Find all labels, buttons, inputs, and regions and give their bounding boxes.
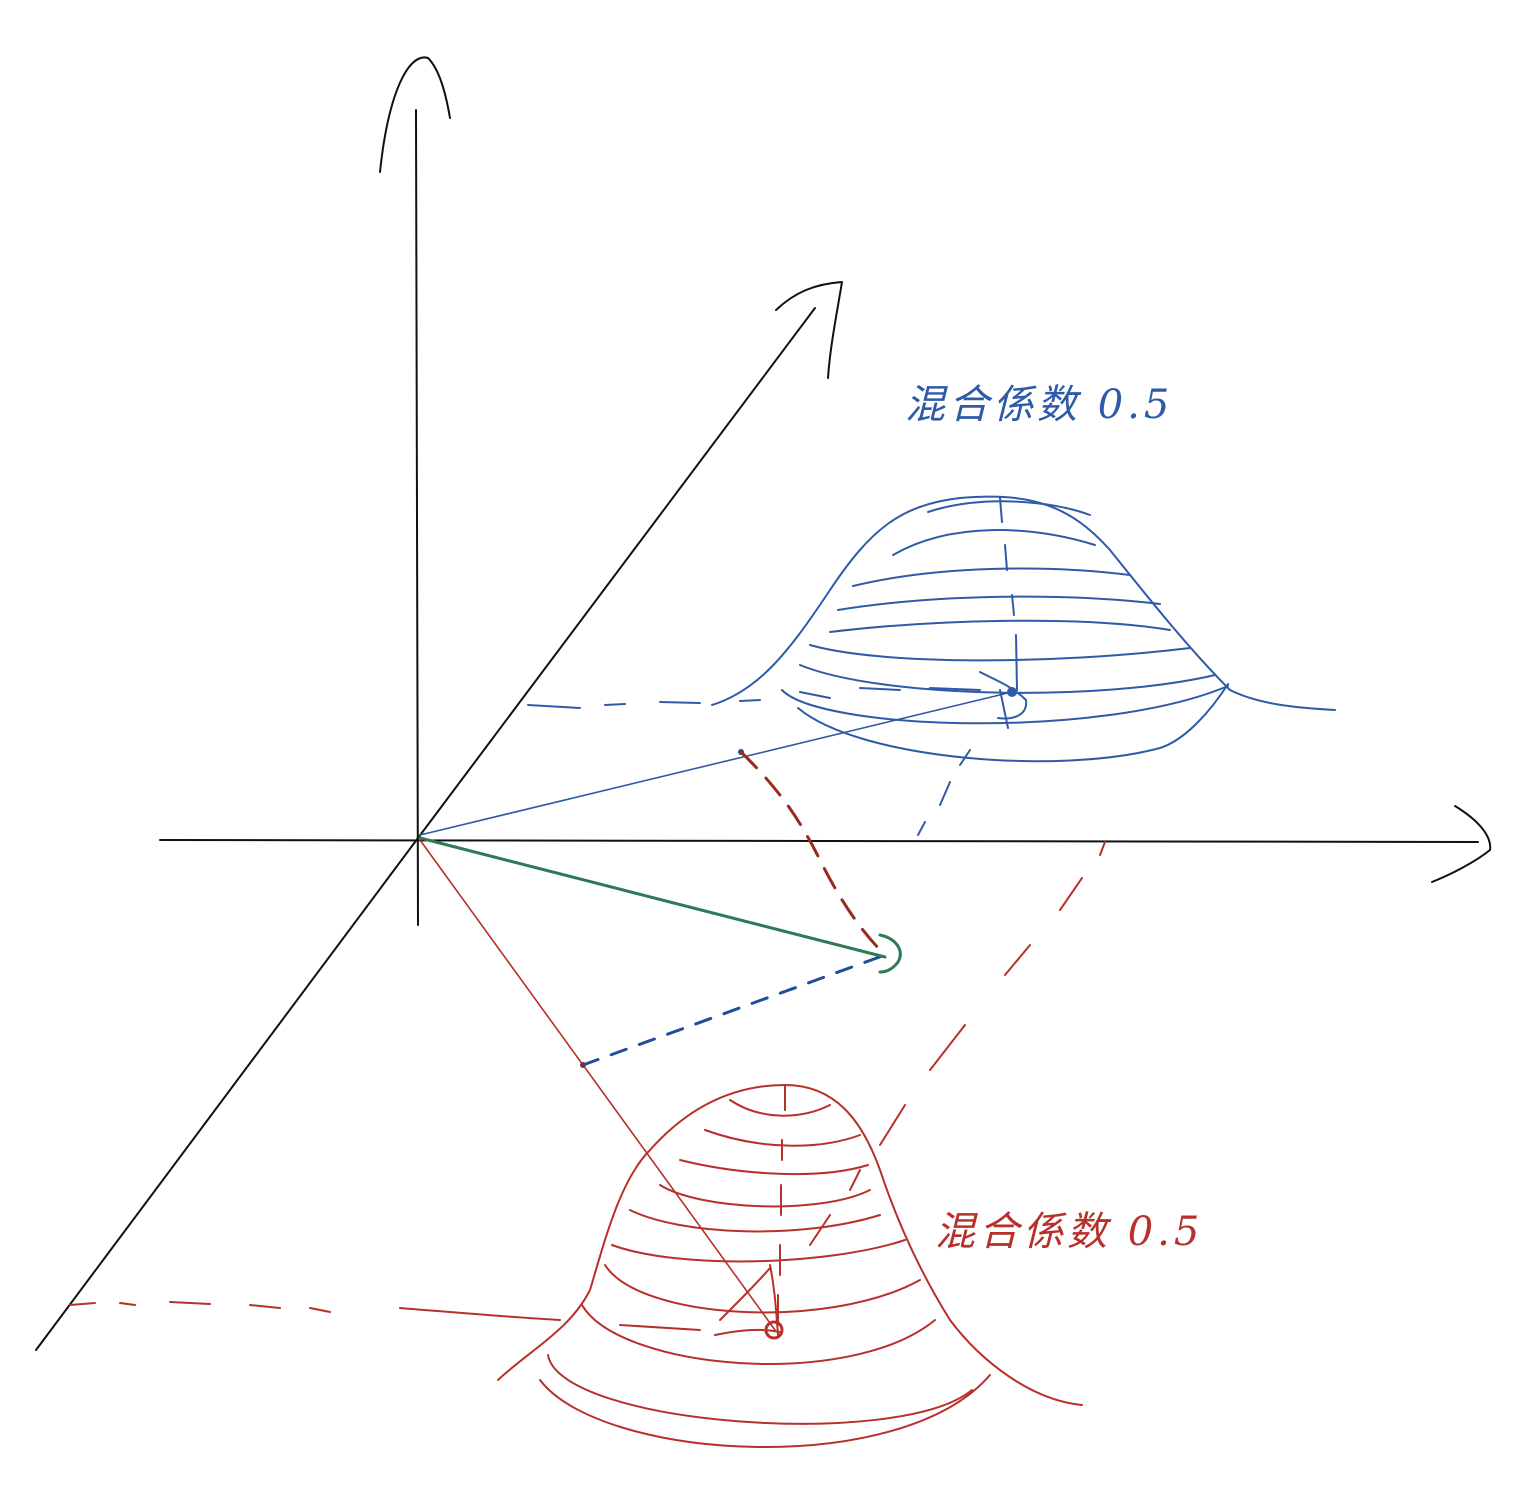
red-gaussian-mound [69, 839, 1106, 1448]
red-center-dashed-vertical [777, 1084, 786, 1326]
red-contour-5 [629, 1209, 881, 1233]
red-contour-9 [547, 1354, 973, 1425]
red-contour-8 [581, 1304, 936, 1365]
red-contour-2 [704, 1129, 861, 1147]
depth-axis [35, 307, 816, 1351]
depth-axis-arrowhead [775, 281, 843, 379]
blue-dashed-to-horizontal-axis [917, 749, 971, 836]
blue-contour-8 [781, 685, 1229, 725]
blue-contour-1 [927, 500, 1091, 516]
red-contour-3 [679, 1159, 869, 1176]
blue-contour-6 [809, 644, 1191, 662]
red-dashed-to-horizontal-axis [809, 841, 1106, 1246]
blue-contour-3 [852, 567, 1131, 587]
blue-contour-2 [892, 529, 1096, 556]
blue-contour-5 [829, 619, 1171, 633]
blue-center-dashed-vertical [999, 497, 1018, 691]
red-mixing-coefficient-label: 混合係数 0.5 [935, 1209, 1203, 1255]
vertical-axis-arrowhead [379, 56, 451, 173]
blue-dashed-to-back-axis [527, 687, 981, 709]
blue-gaussian-mound [419, 495, 1336, 836]
mixture-mean-vector [418, 836, 887, 959]
red-contour-7 [604, 1264, 921, 1314]
horizontal-axis-arrowhead [1431, 805, 1492, 883]
red-mean-vector [419, 839, 776, 1331]
blue-mean-arrowhead [979, 671, 1028, 729]
red-dashed-to-back-axis [69, 1301, 701, 1331]
blue-mixing-coefficient-label: 混合係数 0.5 [905, 382, 1173, 428]
blue-dashed-parallel [581, 953, 887, 1067]
blue-contour-4 [837, 595, 1161, 611]
red-contour-4 [659, 1184, 871, 1208]
axes [35, 56, 1492, 1351]
horizontal-axis [159, 839, 1479, 843]
blue-mean-vector [419, 691, 1013, 836]
blue-contour-9 [797, 683, 1229, 763]
red-contour-1 [729, 1099, 831, 1117]
mixture-construction [418, 750, 902, 1067]
blue-mound-outline [711, 495, 1336, 711]
red-contour-10 [539, 1374, 991, 1448]
blue-contour-7 [799, 664, 1216, 694]
red-mean-arrowhead [714, 1264, 781, 1336]
red-contour-6 [611, 1239, 906, 1263]
vertical-axis [415, 109, 419, 926]
mixture-arrowhead [878, 933, 902, 974]
red-dashed-parallel [739, 750, 887, 957]
